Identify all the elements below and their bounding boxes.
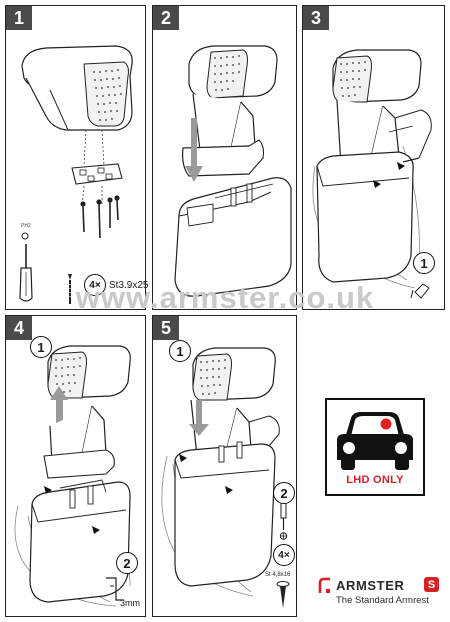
step-3-badge: 3 bbox=[303, 6, 329, 30]
armster-logo-icon bbox=[318, 577, 330, 593]
bracket-screws bbox=[82, 199, 119, 239]
armster-brand: ARMSTER S The Standard Armrest bbox=[316, 575, 444, 615]
screwdriver-icon bbox=[19, 244, 33, 302]
step-4-callout-2: 2 bbox=[116, 552, 138, 574]
step-1-screw-spec: St3.9x25 bbox=[109, 280, 149, 291]
step-1-panel: 1 bbox=[5, 5, 149, 310]
step-5-screw-spec: St 4,8x16 bbox=[265, 572, 291, 578]
driver-position-dot bbox=[380, 418, 392, 430]
step-3-illustration bbox=[312, 49, 432, 299]
step-2-panel: 2 bbox=[152, 5, 297, 310]
step-5-callout-2: 2 bbox=[273, 482, 295, 504]
step-5-callout-1: 1 bbox=[169, 340, 191, 362]
arrow-up-icon bbox=[50, 386, 68, 428]
brand-badge: S bbox=[424, 577, 439, 592]
step-5-screw-count: 4× bbox=[273, 544, 295, 566]
step-3-panel: 3 1 bbox=[302, 5, 445, 310]
arrow-down-icon bbox=[185, 118, 203, 182]
svg-text:PH2: PH2 bbox=[21, 223, 31, 229]
step-4-callout-1: 1 bbox=[30, 336, 52, 358]
step-5-panel: 5 bbox=[152, 315, 297, 617]
car-front-icon bbox=[337, 412, 413, 470]
screw-icon bbox=[276, 581, 290, 608]
screwdriver-icon bbox=[279, 501, 288, 540]
screw-icon bbox=[68, 274, 72, 304]
step-1-badge: 1 bbox=[6, 6, 32, 30]
cushion-dot-pattern bbox=[93, 69, 122, 121]
arrow-down-icon bbox=[189, 400, 209, 436]
step-2-illustration bbox=[174, 45, 292, 297]
lhd-only-label: LHD ONLY bbox=[346, 474, 404, 486]
washer-icon bbox=[21, 232, 29, 240]
step-4-illustration bbox=[14, 345, 131, 607]
step-4-panel: 4 1 bbox=[5, 315, 146, 617]
step-4-badge: 4 bbox=[6, 316, 32, 340]
brand-name: ARMSTER bbox=[336, 578, 405, 593]
step-1-illustration: PH2 bbox=[19, 45, 133, 304]
step-5-illustration bbox=[161, 347, 290, 608]
step-1-screw-count: 4× bbox=[84, 274, 106, 296]
step-4-gap-label: 3mm bbox=[120, 598, 140, 608]
brand-tagline: The Standard Armrest bbox=[336, 595, 429, 606]
step-3-callout-1: 1 bbox=[413, 252, 435, 274]
step-2-badge: 2 bbox=[153, 6, 179, 30]
lhd-only-box: LHD ONLY bbox=[325, 398, 425, 496]
step-5-badge: 5 bbox=[153, 316, 179, 340]
